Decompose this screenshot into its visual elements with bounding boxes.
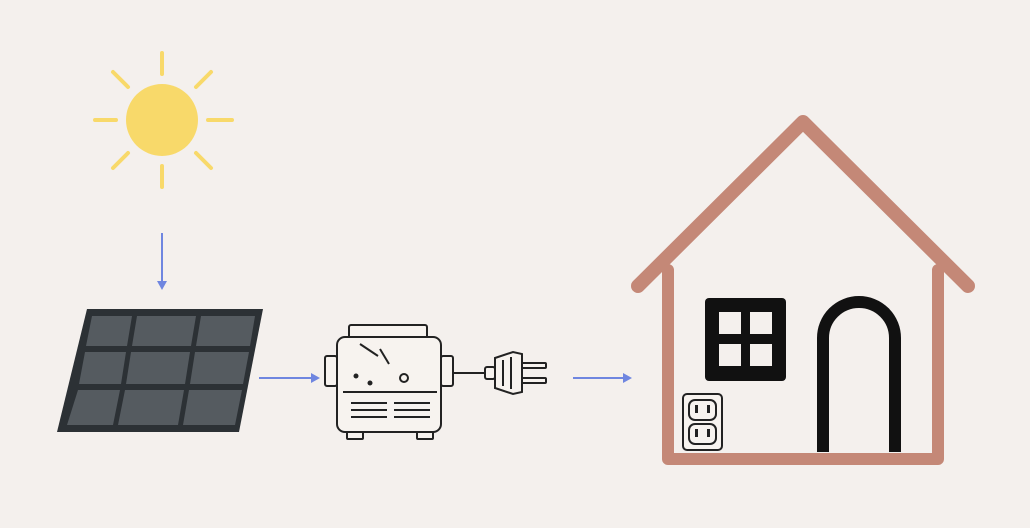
plug-icon: [484, 350, 547, 396]
arrow-sun-to-panel: [157, 233, 167, 290]
microinverter-icon: [324, 324, 454, 440]
sun-icon: [93, 51, 234, 189]
door-icon: [817, 296, 901, 452]
house-icon: [631, 115, 975, 465]
outlet-icon: [682, 393, 723, 451]
arrow-panel-to-inverter: [259, 373, 320, 383]
solar-panel-icon: [57, 309, 263, 432]
window-icon: [705, 298, 786, 381]
arrow-plug-to-house: [573, 373, 632, 383]
